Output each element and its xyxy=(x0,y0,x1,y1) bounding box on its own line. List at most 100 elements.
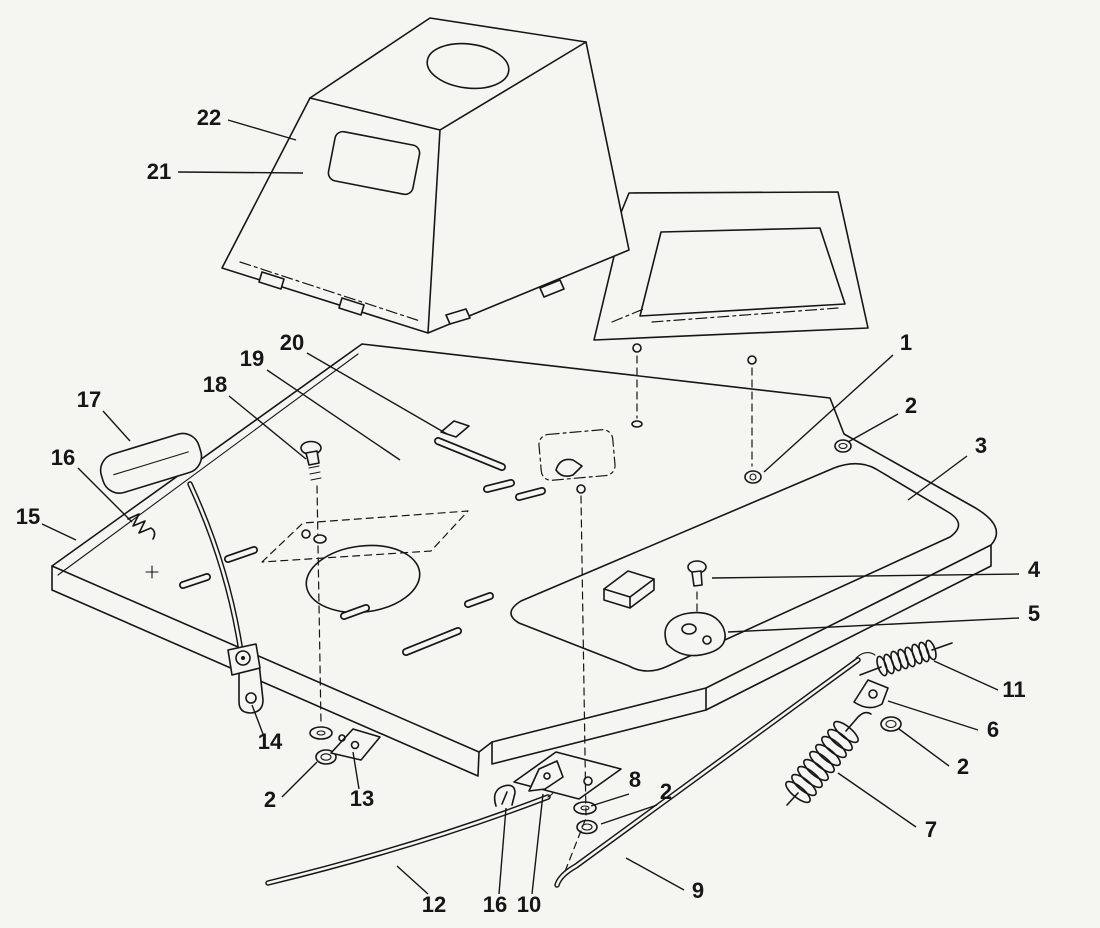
lift-rod-9 xyxy=(554,652,876,888)
leader-line xyxy=(531,793,544,895)
leader-line xyxy=(77,467,133,523)
callout-6: 6 xyxy=(887,700,999,742)
callout-21: 21 xyxy=(147,159,304,184)
washer-and-nut-2-left xyxy=(309,726,337,765)
pivot-bracket-10 xyxy=(528,760,564,792)
callout-20: 20 xyxy=(280,330,448,435)
callout-label: 11 xyxy=(1002,677,1025,702)
callout-22: 22 xyxy=(197,105,297,141)
extension-spring-7 xyxy=(785,711,872,806)
callout-13: 13 xyxy=(350,751,374,811)
callout-2c: 2 xyxy=(600,779,672,825)
callout-label: 6 xyxy=(987,717,999,742)
callout-18: 18 xyxy=(203,372,307,460)
leader-line xyxy=(711,573,1020,579)
callout-label: 5 xyxy=(1028,601,1040,626)
pivot-plate-5 xyxy=(664,611,726,657)
carriage-bolt-18 xyxy=(300,440,327,725)
leader-line xyxy=(763,354,894,473)
callout-label: 14 xyxy=(258,729,283,754)
cotter-clip-16-upper xyxy=(127,513,156,540)
lift-rod-12 xyxy=(265,783,556,886)
callout-label: 12 xyxy=(422,892,446,917)
washer-and-nut-2-center xyxy=(573,801,598,835)
callout-label: 2 xyxy=(957,754,969,779)
callout-19: 19 xyxy=(240,346,401,461)
fuel-tank-cover xyxy=(221,17,630,334)
callout-label: 3 xyxy=(975,433,987,458)
callout-14: 14 xyxy=(251,704,283,754)
flange-nut-2-upper xyxy=(834,439,852,453)
leader-line xyxy=(625,857,685,891)
shoulder-screw-1 xyxy=(744,470,762,484)
leader-line xyxy=(847,413,899,443)
main-chassis-panel xyxy=(51,343,998,777)
callout-15: 15 xyxy=(16,504,77,541)
callout-label: 2 xyxy=(264,787,276,812)
callout-3: 3 xyxy=(907,433,987,501)
leader-line xyxy=(227,119,297,141)
callout-label: 2 xyxy=(905,393,917,418)
callout-label: 20 xyxy=(280,330,304,355)
callout-label: 18 xyxy=(203,372,227,397)
callout-label: 22 xyxy=(197,105,221,130)
callout-5: 5 xyxy=(727,601,1040,633)
callout-2b: 2 xyxy=(898,728,969,779)
shoulder-bolt-4 xyxy=(687,560,707,617)
support-plate-8 xyxy=(513,751,622,800)
callout-label: 16 xyxy=(483,892,507,917)
leader-line xyxy=(396,865,429,895)
leader-line xyxy=(898,728,950,767)
callout-label: 13 xyxy=(350,786,374,811)
leader-line xyxy=(590,793,630,807)
callout-12: 12 xyxy=(396,865,446,917)
leader-line xyxy=(498,807,507,895)
hanger-strap-14 xyxy=(238,662,264,714)
callout-16a: 16 xyxy=(51,445,133,523)
callout-label: 1 xyxy=(900,330,912,355)
callout-2a: 2 xyxy=(847,393,917,443)
flange-nut-2-right xyxy=(880,716,902,732)
latch-plate-6 xyxy=(853,679,889,709)
leader-line xyxy=(887,700,979,731)
callout-label: 15 xyxy=(16,504,40,529)
leader-line xyxy=(177,171,304,174)
callouts: 22 21 1 2 3 4 5 11 6 2 7 9 8 2 10 16 12 … xyxy=(16,105,1041,917)
leader-line xyxy=(281,761,318,798)
leader-line xyxy=(102,410,131,442)
callout-label: 2 xyxy=(660,779,672,804)
callout-4: 4 xyxy=(711,557,1041,582)
callout-label: 9 xyxy=(692,878,704,903)
callout-11: 11 xyxy=(933,660,1026,702)
callout-7: 7 xyxy=(837,772,937,842)
leader-line xyxy=(933,660,999,691)
leader-line xyxy=(306,352,448,435)
leader-line xyxy=(837,772,917,828)
callout-8: 8 xyxy=(590,767,641,807)
callout-16b: 16 xyxy=(483,807,507,917)
leader-line xyxy=(251,704,264,735)
leader-line xyxy=(352,751,360,790)
callout-1: 1 xyxy=(763,330,912,473)
seat-latch-assembly xyxy=(434,420,616,494)
leader-line xyxy=(600,804,658,825)
leader-line xyxy=(727,617,1020,633)
callout-label: 7 xyxy=(925,817,937,842)
leader-line xyxy=(41,523,77,541)
callout-label: 17 xyxy=(77,387,101,412)
stop-bracket-13 xyxy=(330,728,381,761)
callout-2d: 2 xyxy=(264,761,318,812)
lift-lever-17 xyxy=(99,432,261,676)
callout-9: 9 xyxy=(625,857,704,903)
callout-10: 10 xyxy=(517,793,544,917)
callout-label: 8 xyxy=(629,767,641,792)
leader-line xyxy=(228,395,307,460)
callout-label: 10 xyxy=(517,892,541,917)
callout-label: 21 xyxy=(147,159,171,184)
callout-label: 4 xyxy=(1028,557,1041,582)
callout-label: 16 xyxy=(51,445,75,470)
callout-17: 17 xyxy=(77,387,131,442)
leader-line xyxy=(266,369,401,461)
